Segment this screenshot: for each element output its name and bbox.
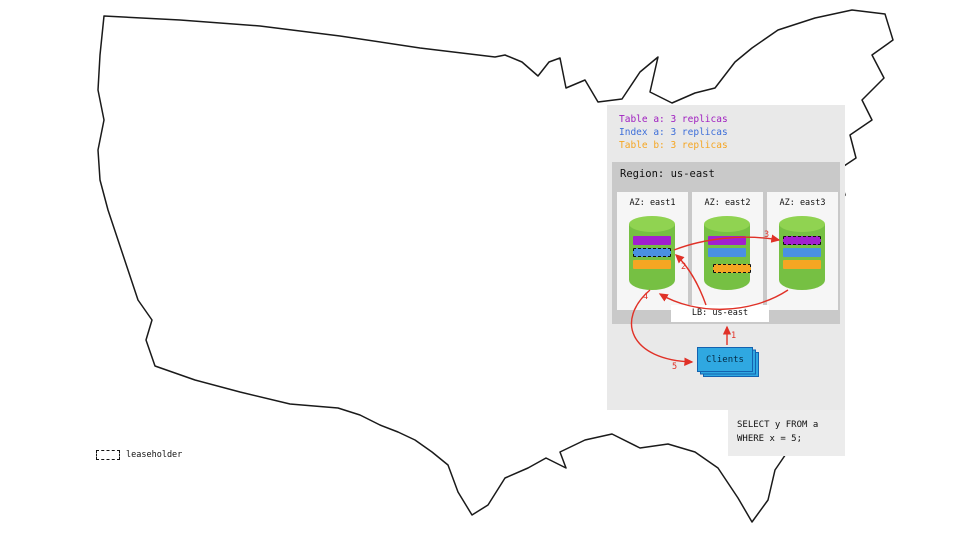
topology-panel: Table a: 3 replicas Index a: 3 replicas … xyxy=(607,105,845,410)
load-balancer-box: LB: us-east xyxy=(671,305,769,322)
az-label-east1: AZ: east1 xyxy=(629,198,676,208)
replica-index-a xyxy=(708,248,746,257)
cylinder-body xyxy=(704,224,750,290)
cylinder-body xyxy=(629,224,675,290)
legend-item-table-a: Table a: 3 replicas xyxy=(619,114,728,125)
cylinder-top xyxy=(629,216,675,232)
step-label-3: 3 xyxy=(764,230,770,240)
step-label-4: 4 xyxy=(643,292,649,302)
az-label-east3: AZ: east3 xyxy=(779,198,826,208)
cylinder-top xyxy=(704,216,750,232)
replica-table-b xyxy=(633,260,671,269)
db-node-east1 xyxy=(629,216,675,294)
sql-line-1: SELECT y FROM a xyxy=(737,420,819,430)
step-label-5: 5 xyxy=(672,362,678,372)
replica-index-a xyxy=(783,248,821,257)
replica-table-a xyxy=(708,236,746,245)
sql-query-box: SELECT y FROM a WHERE x = 5; xyxy=(728,410,845,456)
replica-table-a-leaseholder xyxy=(783,236,821,245)
region-title: Region: us-east xyxy=(620,168,715,180)
replica-table-b xyxy=(783,260,821,269)
step-label-1: 1 xyxy=(731,331,737,341)
db-node-east2 xyxy=(704,216,751,294)
leaseholder-key: leaseholder xyxy=(96,450,182,460)
db-node-east3 xyxy=(779,216,825,294)
az-label-east2: AZ: east2 xyxy=(704,198,751,208)
legend-item-table-b: Table b: 3 replicas xyxy=(619,140,728,151)
replica-table-b-leaseholder xyxy=(713,264,751,273)
az-box-east2: AZ: east2 xyxy=(692,192,763,310)
replica-table-a xyxy=(633,236,671,245)
leaseholder-dashed-icon xyxy=(96,450,120,460)
replica-index-a-leaseholder xyxy=(633,248,671,257)
az-box-east3: AZ: east3 xyxy=(767,192,838,310)
leaseholder-key-label: leaseholder xyxy=(126,450,183,460)
cylinder-body xyxy=(779,224,825,290)
legend-item-index-a: Index a: 3 replicas xyxy=(619,127,728,138)
cylinder-top xyxy=(779,216,825,232)
clients-card: Clients xyxy=(697,347,753,372)
sql-line-2: WHERE x = 5; xyxy=(737,434,803,444)
step-label-2: 2 xyxy=(681,262,687,272)
replica-legend: Table a: 3 replicas Index a: 3 replicas … xyxy=(619,113,728,152)
az-box-east1: AZ: east1 xyxy=(617,192,688,310)
clients-stack: Clients xyxy=(697,347,759,377)
